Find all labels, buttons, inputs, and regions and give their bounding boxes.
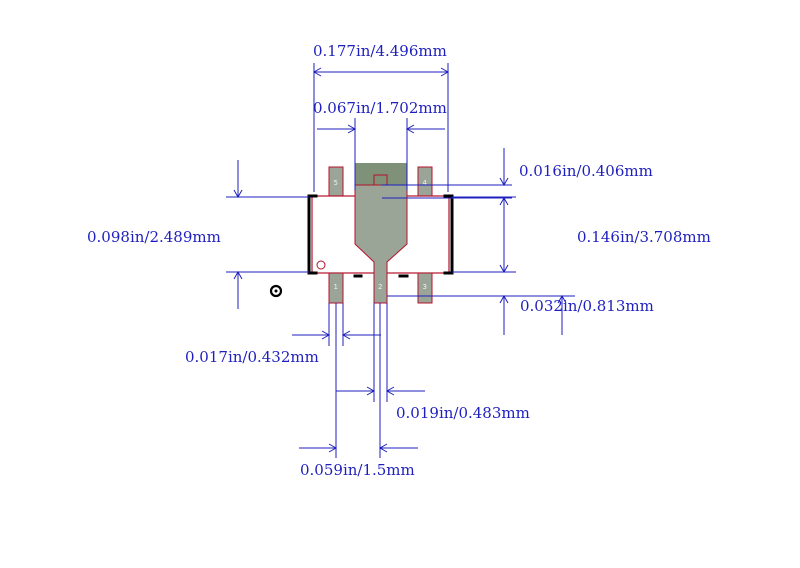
dimension-lines <box>226 63 575 458</box>
pin-label-3: 3 <box>423 283 427 291</box>
pin-label-1: 1 <box>334 283 338 291</box>
dim-tab-overhang: 0.016in/0.406mm <box>519 162 653 180</box>
dim-lead-pitch: 0.059in/1.5mm <box>300 461 415 479</box>
pin-label-5: 5 <box>334 179 338 187</box>
pin-label-4: 4 <box>423 179 428 187</box>
silkscreen <box>307 194 454 278</box>
dim-overall-width: 0.177in/4.496mm <box>313 42 447 60</box>
dimension-labels: 0.177in/4.496mm 0.067in/1.702mm 0.016in/… <box>87 42 711 479</box>
pin-label-2: 2 <box>378 283 382 291</box>
pin1-body-marker <box>316 260 326 270</box>
dim-body-height: 0.098in/2.489mm <box>87 228 221 246</box>
tab-notch <box>373 174 388 185</box>
dim-center-lead-width: 0.019in/0.483mm <box>396 404 530 422</box>
dim-lead-width: 0.017in/0.432mm <box>185 348 319 366</box>
tab-pad <box>355 163 407 185</box>
pin1-dot-center <box>274 289 278 293</box>
dim-tab-width: 0.067in/1.702mm <box>313 99 447 117</box>
dim-overall-height: 0.146in/3.708mm <box>577 228 711 246</box>
package-drawing: 5 4 1 2 3 <box>269 163 454 304</box>
dim-lead-length: 0.032in/0.813mm <box>520 297 654 315</box>
